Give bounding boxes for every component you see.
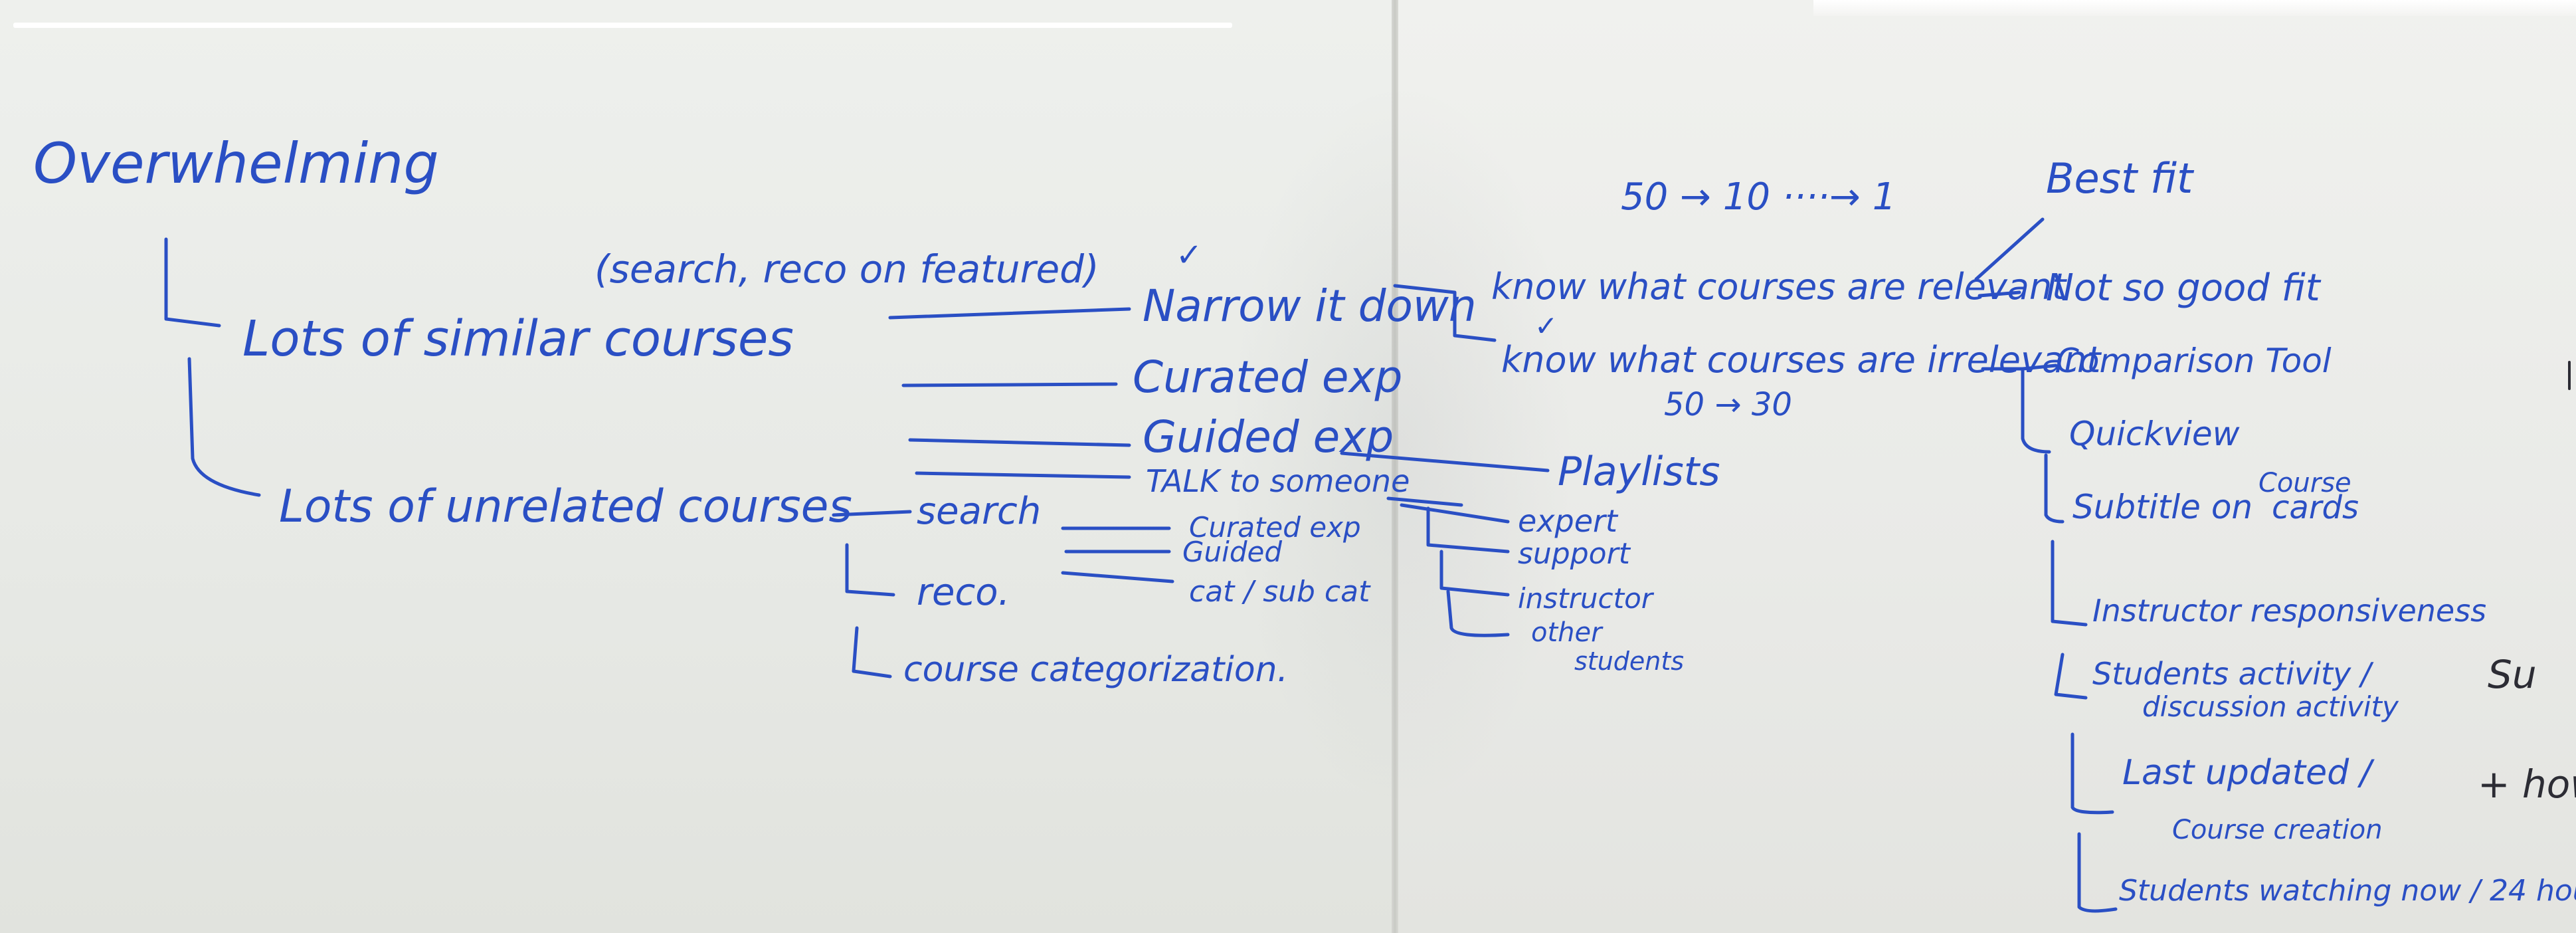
connector-instructor-talk (1439, 550, 1510, 597)
edge-fragment-su: Su (2488, 652, 2537, 697)
irrelevant-subtitle-course: Course (2258, 468, 2351, 498)
connector-reco (845, 543, 895, 597)
connector-guided (908, 438, 1131, 447)
narrow-ratio-mid: 50 → 30 (1664, 386, 1792, 423)
connector-watching (2077, 832, 2118, 913)
connector-root-unrelated (187, 357, 261, 497)
edge-fragment-how: + how (2478, 762, 2576, 807)
problem-similar: Lots of similar courses (242, 310, 794, 367)
irrelevant-discussion-activity: discussion activity (2142, 690, 2399, 723)
problem-similar-note: (search, reco on featured) (595, 247, 1099, 292)
whiteboard-top-edge (13, 23, 1232, 28)
connector-instructor (2051, 540, 2088, 627)
talk-other: other (1531, 617, 1604, 648)
checkmark-narrow: ✓ (1176, 237, 1202, 274)
talk-students: students (1574, 647, 1684, 676)
irrelevant-quickview: Quickview (2069, 415, 2240, 453)
guided-playlists: Playlists (1558, 449, 1720, 495)
connector-subtitle (2044, 453, 2065, 524)
connector-students-activity (2054, 653, 2088, 700)
search-item-catsub: cat / sub cat (1189, 575, 1371, 609)
talk-instructor: instructor (1518, 582, 1655, 615)
connector-curated (901, 382, 1118, 387)
narrow-ratio-top: 50 → 10 ····→ 1 (1621, 175, 1896, 219)
connector-last-updated (2070, 732, 2114, 815)
talk-expert: expert (1518, 503, 1619, 539)
whiteboard-panel-left (0, 0, 1392, 933)
irrelevant-instructor-responsiveness: Instructor responsiveness (2092, 593, 2486, 629)
irrelevant-course-creation: Course creation (2172, 815, 2383, 845)
connector-expert (1400, 503, 1510, 524)
connector-talk-spine (1386, 496, 1463, 507)
connector-not-good-fit (1978, 290, 2021, 298)
irrelevant-students-watching: Students watching now / 24 hours (2119, 874, 2576, 908)
root-label: Overwhelming (33, 131, 439, 196)
connector-irrelevant-spine (1981, 367, 2051, 454)
approach-talk: TALK to someone (1146, 463, 1410, 499)
panel-seam (1392, 0, 1398, 933)
search-item-guided: Guided (1182, 536, 1282, 568)
whiteboard-top-edge-right (1813, 0, 2576, 16)
approach-curated: Curated exp (1133, 352, 1402, 403)
unrelated-branch-search: search (917, 490, 1041, 533)
problem-unrelated: Lots of unrelated courses (279, 480, 852, 533)
checkmark-irrelevant: ✓ (1534, 310, 1558, 342)
irrelevant-last-updated: Last updated / (2122, 753, 2375, 793)
unrelated-branch-reco: reco. (917, 571, 1010, 614)
connector-search-catsub (1061, 571, 1174, 583)
connector-other-students (1446, 589, 1510, 637)
relevant-best-fit: Best fit (2046, 154, 2195, 203)
connector-playlists (1340, 451, 1550, 472)
search-item-curated: Curated exp (1189, 511, 1361, 544)
irrelevant-subtitle: Subtitle on (2072, 488, 2253, 526)
connector-narrow-relevant (1393, 284, 1457, 328)
whiteboard-panel-right (1398, 0, 2576, 933)
connector-support (1426, 506, 1510, 554)
connector-talk (915, 471, 1131, 479)
connector-narrow-irrelevant (1453, 317, 1497, 342)
irrelevant-subtitle-cards: cards (2272, 489, 2359, 526)
irrelevant-students-activity: Students activity / (2092, 656, 2374, 692)
relevant-not-good-fit: Not so good fit (2046, 266, 2322, 310)
reflection-glare (1229, 80, 1574, 811)
connector-comparison (2021, 363, 2058, 371)
connector-best-fit (1974, 217, 2045, 281)
connector-unrelated-search (832, 510, 912, 517)
narrow-relevant: know what courses are relevant (1491, 266, 2067, 308)
narrow-irrelevant: know what courses are irrelevant (1501, 339, 2102, 381)
connector-categorization (852, 626, 892, 678)
irrelevant-comparison-tool: Comparison Tool (2056, 342, 2332, 380)
unrelated-branch-categorization: course categorization. (903, 650, 1288, 690)
connector-narrow (888, 307, 1131, 320)
connector-root-similar (164, 237, 221, 328)
talk-support: support (1518, 537, 1631, 571)
